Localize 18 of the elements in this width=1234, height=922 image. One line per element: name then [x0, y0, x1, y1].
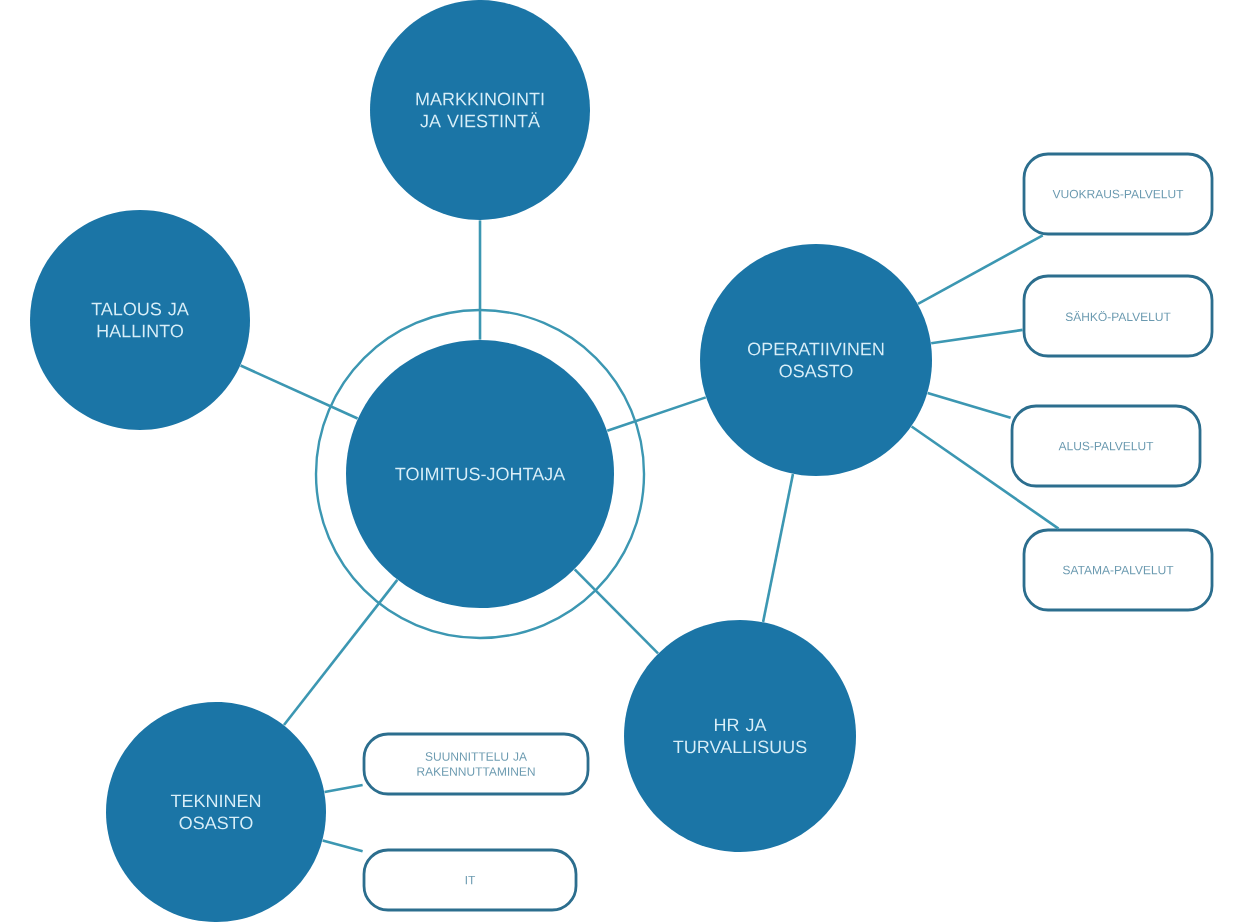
circle-node: TALOUS JA HALLINTO [30, 210, 250, 430]
connector-line [910, 425, 1060, 530]
connector-line [324, 783, 363, 794]
connector-line [282, 579, 399, 726]
circle-node: HR JA TURVALLISUUS [624, 620, 856, 852]
connector-line [761, 473, 795, 623]
connector-line [322, 839, 363, 853]
circle-node: TEKNINEN OSASTO [106, 702, 326, 922]
connector-line [240, 364, 359, 420]
connector-line [927, 391, 1011, 419]
connector-line [573, 568, 659, 655]
circle-node: MARKKINOINTI JA VIESTINTÄ [370, 0, 590, 220]
circle-node: OPERATIIVINEN OSASTO [700, 244, 932, 476]
connector-line [917, 234, 1044, 306]
connector-line [931, 328, 1023, 345]
circle-node: TOIMITUS-JOHTAJA [314, 308, 646, 640]
connector-line [478, 220, 482, 340]
connector-line [606, 396, 707, 433]
